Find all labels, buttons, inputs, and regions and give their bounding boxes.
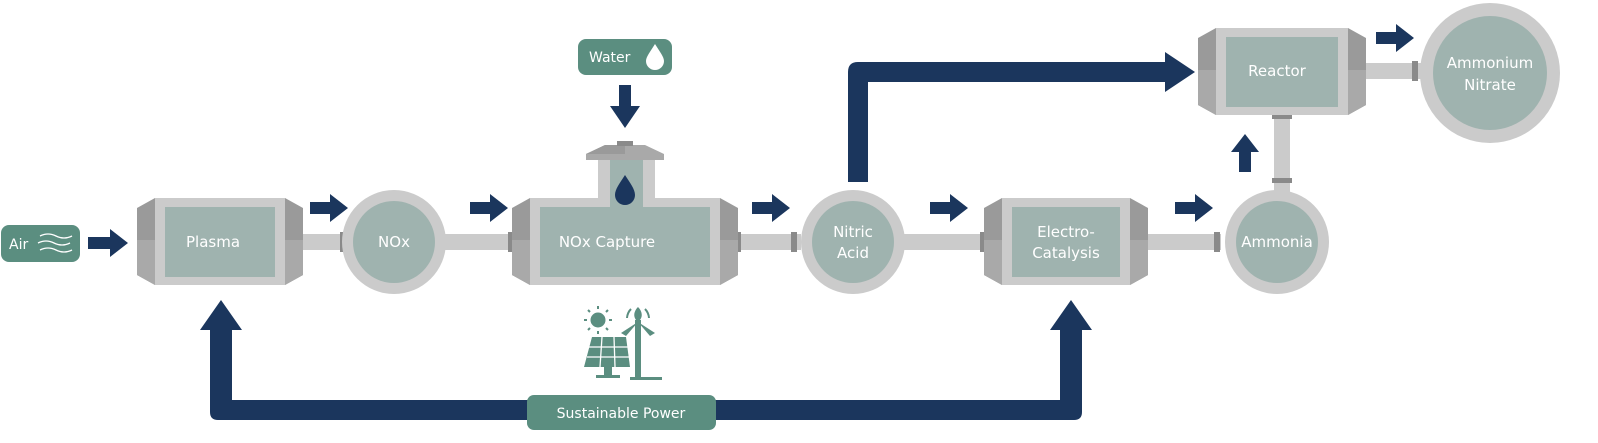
svg-text:Catalysis: Catalysis xyxy=(1032,244,1100,262)
water-input: Water xyxy=(578,39,672,75)
arrow-reactor-to-nitrate xyxy=(1376,24,1414,52)
svg-text:Plasma: Plasma xyxy=(186,233,240,251)
wind-icon xyxy=(37,233,73,253)
solar-wind-icon xyxy=(584,306,662,380)
nox-unit: NOx xyxy=(342,190,446,294)
svg-text:Electro-: Electro- xyxy=(1037,223,1095,241)
arrow-plasma-to-nox xyxy=(310,194,348,222)
svg-text:Nitric: Nitric xyxy=(833,223,873,241)
reactor-unit: Reactor xyxy=(1198,28,1366,115)
nitric-acid-unit: Nitric Acid xyxy=(801,190,905,294)
svg-text:Ammonium: Ammonium xyxy=(1447,54,1533,72)
ammonia-unit: Ammonia xyxy=(1225,190,1329,294)
arrow-electro-to-ammonia xyxy=(1175,194,1213,222)
arrow-air-to-plasma xyxy=(88,229,128,257)
arrow-nox-to-capture xyxy=(470,194,508,222)
ammonium-nitrate-unit: Ammonium Nitrate xyxy=(1420,3,1560,143)
nitric-to-reactor-arrow xyxy=(848,52,1195,182)
power-distribution-arrow xyxy=(200,300,1092,420)
air-label: Air xyxy=(9,237,28,253)
sustainable-power-input: Sustainable Power xyxy=(527,395,716,430)
svg-text:Nitrate: Nitrate xyxy=(1464,76,1516,94)
arrow-nitric-to-electro xyxy=(930,194,968,222)
plasma-unit: Plasma xyxy=(137,198,303,285)
nox-capture-unit: NOx Capture xyxy=(512,141,738,285)
svg-text:Sustainable Power: Sustainable Power xyxy=(557,406,686,422)
arrow-ammonia-to-reactor xyxy=(1231,134,1259,172)
drop-icon xyxy=(615,175,635,205)
svg-text:Ammonia: Ammonia xyxy=(1241,233,1313,251)
svg-text:Acid: Acid xyxy=(837,244,869,262)
arrow-capture-to-nitric xyxy=(752,194,790,222)
air-input: Air xyxy=(1,225,80,262)
svg-text:NOx: NOx xyxy=(378,233,410,251)
electro-catalysis-unit: Electro- Catalysis xyxy=(984,198,1148,285)
flow-lines xyxy=(88,24,1414,420)
svg-text:NOx Capture: NOx Capture xyxy=(559,233,655,251)
pipes xyxy=(300,61,1422,252)
water-drop-icon xyxy=(646,44,664,70)
svg-text:Reactor: Reactor xyxy=(1248,62,1306,80)
arrow-water-down xyxy=(610,85,640,128)
svg-text:Water: Water xyxy=(589,50,631,66)
